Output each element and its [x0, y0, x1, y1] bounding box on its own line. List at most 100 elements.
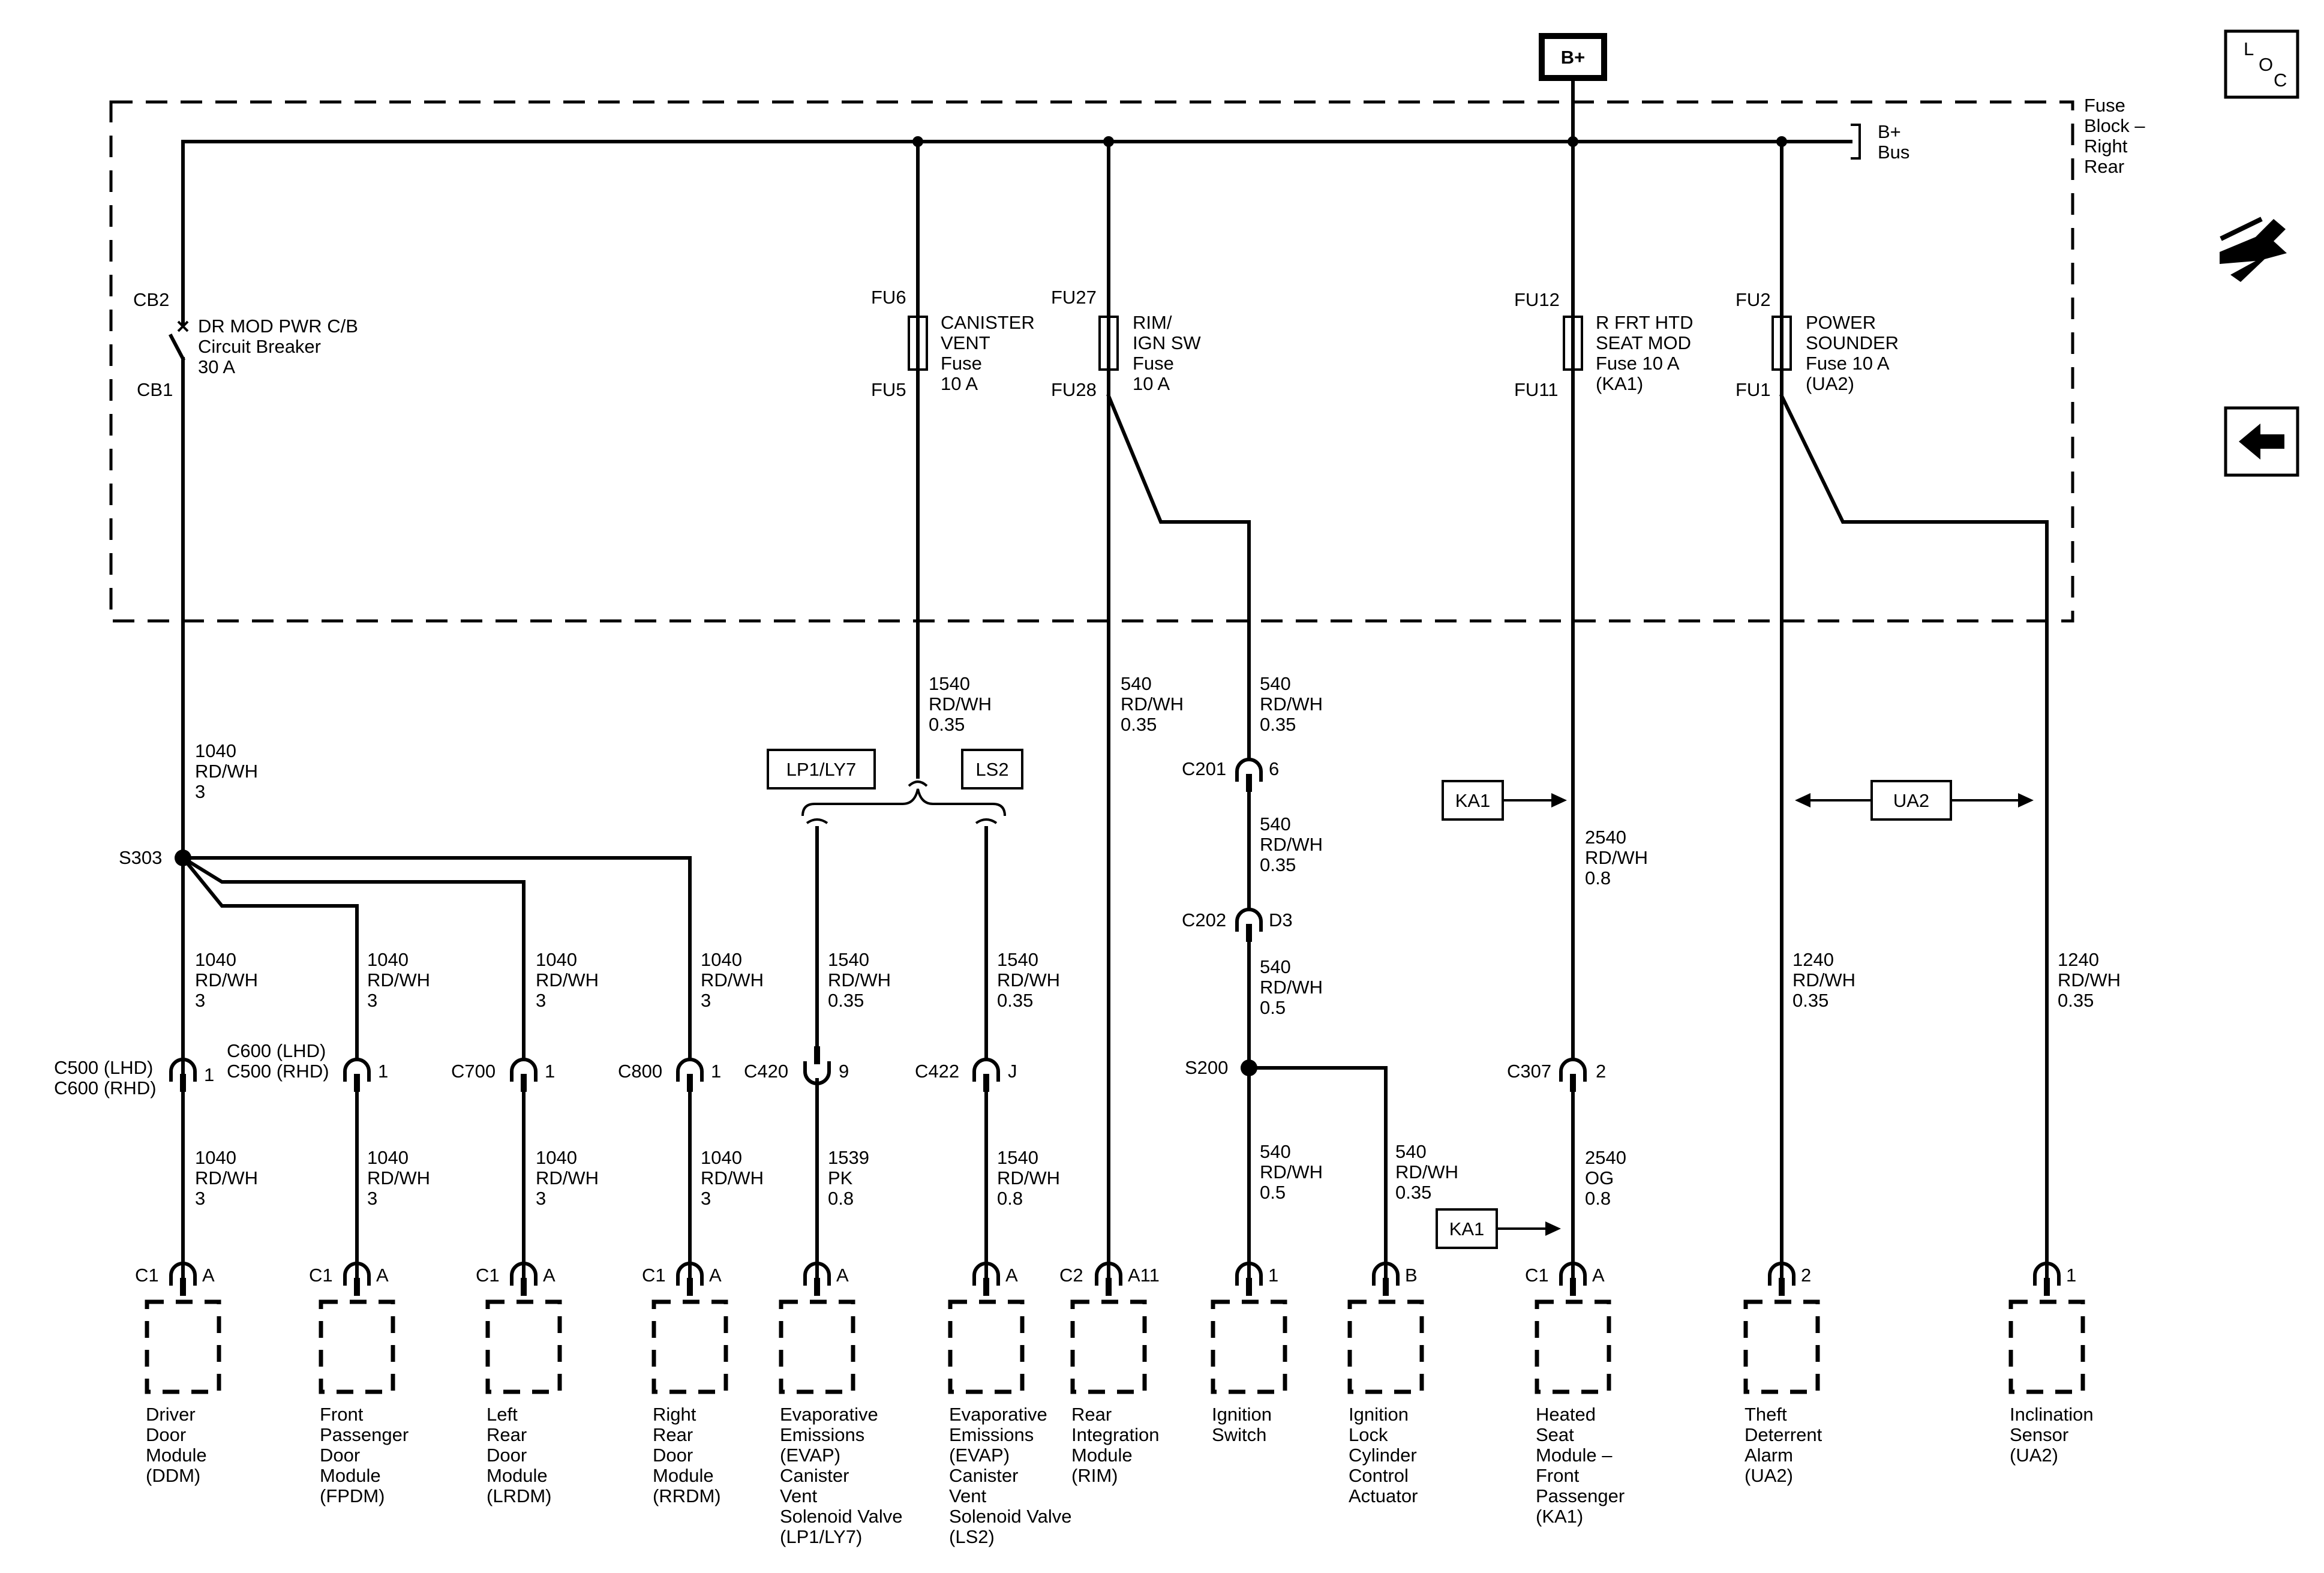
module-label: Vent [949, 1485, 986, 1506]
module-outline [145, 1299, 221, 1394]
location-button[interactable]: L O C [2224, 29, 2299, 99]
wire-label: 1040 [195, 740, 236, 761]
module-connector [972, 1262, 1000, 1286]
option-brace [801, 788, 1006, 816]
wire-label: 1540 [828, 949, 869, 970]
connector-view-icon[interactable] [2220, 219, 2287, 282]
module-connector [1372, 1262, 1400, 1286]
module-label: Evaporative [780, 1404, 878, 1425]
fuse-pin-fu1: FU1 [1736, 379, 1771, 400]
wire-label: 2540 [1585, 1147, 1626, 1168]
wire-label: 0.5 [1260, 1182, 1286, 1203]
module-pin [1383, 1278, 1389, 1296]
connector-pin-label: 1 [545, 1061, 555, 1082]
connector-label-c202: C202 [1182, 909, 1226, 930]
wire-label: 3 [701, 990, 711, 1011]
connector-pin-label: 1 [204, 1064, 214, 1085]
module-connector-label: C1 [642, 1265, 666, 1286]
module-label: Module [653, 1465, 714, 1486]
module-pin [2044, 1278, 2050, 1296]
connector-pin [521, 1074, 527, 1092]
module-outline [948, 1299, 1025, 1394]
connector-pin-label: J [1008, 1061, 1017, 1082]
wire-label: RD/WH [195, 1167, 258, 1188]
module-connector [510, 1262, 538, 1286]
module-label: Evaporative [949, 1404, 1047, 1425]
connector-view-icon [2220, 217, 2263, 241]
option-arrow-head [2018, 793, 2034, 807]
wire-label: 1040 [195, 1147, 236, 1168]
module-pin-label: A11 [1128, 1265, 1160, 1286]
module-pin-label: A [202, 1265, 215, 1286]
back-button[interactable] [2224, 406, 2299, 477]
connector-c422 [972, 1058, 1000, 1082]
splice-label-s200: S200 [1185, 1057, 1228, 1078]
wire-label: 3 [195, 1188, 205, 1209]
connector-label-c800: C800 [618, 1061, 662, 1082]
module-connector-label: C1 [1525, 1265, 1549, 1286]
wire-label: 3 [367, 990, 377, 1011]
module-pin [521, 1278, 527, 1296]
wire-label: 0.35 [1260, 854, 1296, 875]
module-label: Ignition [1212, 1404, 1272, 1425]
module-label: Door [487, 1445, 527, 1466]
fuse-block-name-1: Fuse [2084, 95, 2125, 116]
module-label: (RRDM) [653, 1485, 721, 1506]
module-label: Door [146, 1424, 186, 1445]
wire-label: 1040 [701, 949, 742, 970]
fuse-block-name-4: Rear [2084, 156, 2124, 177]
module-label: Ignition [1349, 1404, 1409, 1425]
module-pin-label: A [543, 1265, 556, 1286]
b-plus-supply-label: B+ [1561, 47, 1586, 68]
fuse-label: Fuse [1133, 353, 1174, 374]
splice-label-s303: S303 [119, 847, 162, 868]
loc-letter-l: L [2244, 38, 2254, 59]
option-box-ls2 [961, 749, 1023, 789]
fuse-label: CANISTER [941, 312, 1035, 333]
module-label: Module [487, 1465, 548, 1486]
module-label: Switch [1212, 1424, 1266, 1445]
module-label: Vent [780, 1485, 817, 1506]
wire-label: 0.35 [828, 990, 864, 1011]
connector-c700 [510, 1058, 538, 1082]
module-pin [1106, 1278, 1112, 1296]
module-outline [1743, 1299, 1820, 1394]
wire-label: 0.8 [997, 1188, 1023, 1209]
connector-view-button[interactable] [2220, 217, 2287, 282]
module-outline [1211, 1299, 1287, 1394]
module-pin-label: A [376, 1265, 389, 1286]
module-pin-label: B [1405, 1265, 1418, 1286]
fuse-label: Fuse 10 A [1806, 353, 1890, 374]
connector-label-c500: C600 (RHD) [54, 1077, 157, 1098]
connector-c500 [169, 1058, 197, 1082]
module-connector-label: C1 [135, 1265, 159, 1286]
fuse-label: VENT [941, 332, 990, 353]
fuse-label: 10 A [941, 373, 978, 394]
wire-label: RD/WH [1260, 834, 1323, 855]
fuse-label: (KA1) [1596, 373, 1643, 394]
back-button-frame[interactable] [2224, 406, 2299, 477]
module-label: (EVAP) [780, 1445, 840, 1466]
loc-letter-c: C [2274, 70, 2287, 91]
location-button-frame[interactable] [2224, 29, 2299, 99]
wire-label: 540 [1260, 673, 1291, 694]
module-label: Emissions [949, 1424, 1034, 1445]
connector-pin-label: 2 [1596, 1061, 1606, 1082]
wire-label: RD/WH [2058, 969, 2121, 990]
module-pin-label: 1 [2066, 1265, 2076, 1286]
module-pin [1570, 1278, 1576, 1296]
wire-label: RD/WH [367, 1167, 430, 1188]
fuse-pin-fu6: FU6 [871, 287, 906, 308]
connector-pin [814, 1046, 820, 1064]
wire-label: 2540 [1585, 827, 1626, 848]
module-label: Canister [780, 1465, 849, 1486]
wire-label: RD/WH [1260, 977, 1323, 998]
fuse-label: R FRT HTD [1596, 312, 1693, 333]
module-label: Module – [1536, 1445, 1613, 1466]
wire-label: RD/WH [536, 1167, 599, 1188]
fuse-pin-fu28: FU28 [1051, 379, 1097, 400]
